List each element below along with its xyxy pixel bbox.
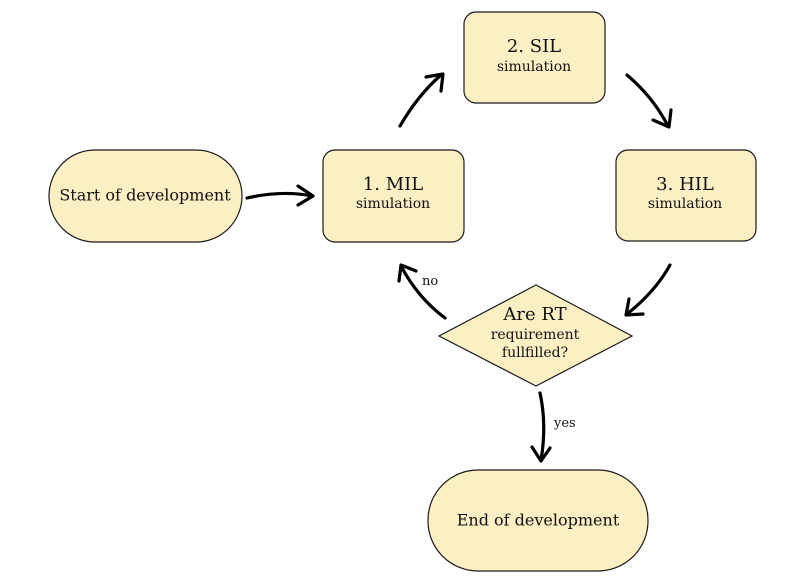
end-node-shape — [427, 469, 649, 572]
arrow-decision-to-end — [530, 391, 552, 463]
sil-node: 2. SIL simulation — [463, 11, 606, 104]
start-node: Start of development — [48, 149, 243, 243]
hil-node-subtitle: simulation — [648, 196, 722, 212]
sil-node-shape — [463, 11, 606, 104]
arrow-decision-to-mil — [397, 263, 447, 320]
start-node-shape — [48, 149, 243, 243]
mil-node-shape — [322, 149, 465, 243]
decision-node-shape — [437, 284, 634, 387]
hil-node-title: 3. HIL — [656, 174, 714, 195]
sil-node-title: 2. SIL — [507, 36, 561, 57]
edge-label-yes: yes — [553, 416, 576, 431]
decision-node-line2: requirement — [491, 327, 580, 343]
decision-node-line1: Are RT — [502, 304, 566, 325]
hil-node-shape — [615, 149, 757, 242]
mil-node: 1. MIL simulation — [322, 149, 465, 243]
edge-label-no: no — [422, 274, 438, 289]
decision-node: Are RT requirement fullfilled? — [437, 284, 634, 387]
end-node: End of development — [427, 469, 649, 572]
arrow-mil-to-sil — [398, 72, 445, 128]
arrow-hil-to-decision — [624, 263, 672, 317]
sil-node-subtitle: simulation — [497, 59, 571, 75]
decision-node-line3: fullfilled? — [502, 345, 568, 361]
hil-node: 3. HIL simulation — [615, 149, 757, 242]
arrow-start-to-mil — [245, 184, 315, 207]
start-node-label: Start of development — [59, 186, 231, 205]
arrow-sil-to-hil — [625, 73, 673, 129]
mil-node-title: 1. MIL — [363, 174, 423, 195]
mil-node-subtitle: simulation — [356, 196, 430, 212]
end-node-label: End of development — [457, 511, 620, 530]
